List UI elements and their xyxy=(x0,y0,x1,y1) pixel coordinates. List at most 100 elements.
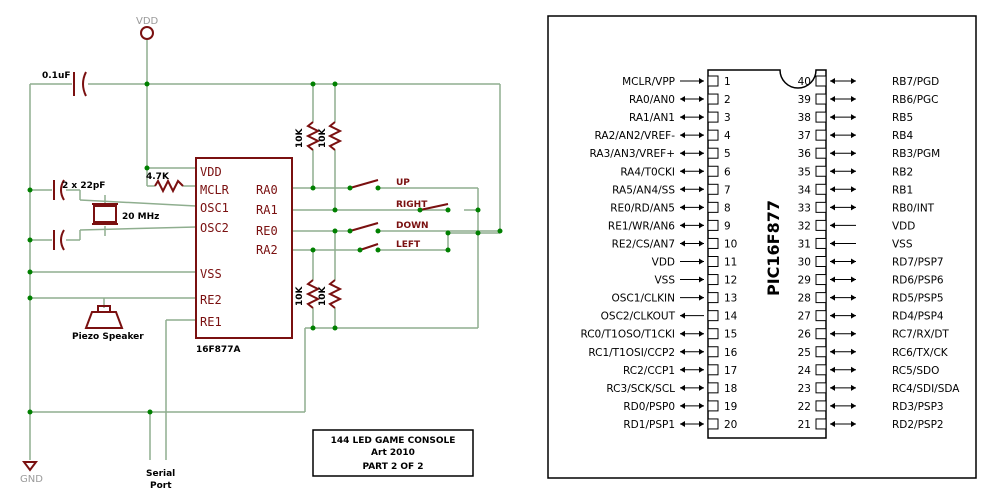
pin-arrow xyxy=(830,150,856,157)
pin-pad xyxy=(815,237,827,249)
mclr-resistor-label: 4.7K xyxy=(146,172,170,182)
pin-number: 33 xyxy=(798,202,811,214)
pin-pad xyxy=(707,382,719,394)
pin-pad xyxy=(707,328,719,340)
pin-arrow xyxy=(830,402,856,409)
pin-pad xyxy=(707,111,719,123)
pin-arrow xyxy=(680,276,704,283)
pin-number: 20 xyxy=(724,419,737,431)
pin-name: RD1/PSP1 xyxy=(623,419,675,431)
pin-number: 14 xyxy=(724,311,738,323)
pin-name: RB4 xyxy=(892,130,913,142)
pin-name: RC7/RX/DT xyxy=(892,329,949,341)
pin-number: 12 xyxy=(724,275,737,287)
pin-pad xyxy=(815,292,827,304)
pin-arrow xyxy=(680,78,704,84)
pin-arrow xyxy=(830,276,856,283)
pin-arrow xyxy=(830,330,856,337)
serial-label: Serial xyxy=(146,469,175,479)
pin-number: 37 xyxy=(798,130,811,142)
pin-name: RC1/T1OSI/CCP2 xyxy=(588,347,675,359)
pinout-pin-left: RC1/T1OSI/CCP2 16 xyxy=(588,346,738,359)
pinout-pin-left: RA3/AN3/VREF+5 xyxy=(590,147,731,160)
pin-arrow xyxy=(680,150,704,157)
pin-name: RD4/PSP4 xyxy=(892,311,944,323)
pin-pad xyxy=(707,237,719,249)
crystal-caps-label: 2 x 22pF xyxy=(62,181,105,191)
pin-number: 15 xyxy=(724,329,737,341)
button-labels: UP RIGHT DOWN LEFT xyxy=(396,178,429,250)
button-label-right: RIGHT xyxy=(396,200,428,210)
pin-name: RB3/PGM xyxy=(892,148,940,160)
pin-pad xyxy=(815,364,827,376)
pin-name: RD7/PSP7 xyxy=(892,257,944,269)
crystal-label: 20 MHz xyxy=(122,212,159,222)
pin-number: 26 xyxy=(798,329,812,341)
pin-pad xyxy=(707,75,719,87)
pin-arrow xyxy=(680,366,704,373)
button-label-left: LEFT xyxy=(396,240,421,250)
pin-arrow xyxy=(680,258,704,265)
pinout-chip: PIC16F877 xyxy=(707,69,827,439)
pin-number: 34 xyxy=(798,184,812,196)
title-block xyxy=(312,429,474,477)
pin-name: RD5/PSP5 xyxy=(892,293,944,305)
pin-pad xyxy=(707,418,719,430)
pin-number: 10 xyxy=(724,238,737,250)
pin-name: VSS xyxy=(892,238,913,250)
pin-pad xyxy=(707,256,719,267)
pin-number: 29 xyxy=(798,275,811,287)
pin-pad xyxy=(707,201,719,213)
pinout-chip-label: PIC16F877 xyxy=(764,200,783,296)
pin-pad xyxy=(707,400,719,412)
pin-arrow xyxy=(680,222,704,229)
pin-number: 9 xyxy=(724,220,731,232)
chip-pin-right: RA1 xyxy=(256,203,278,217)
port-label: Port xyxy=(150,481,172,491)
pin-arrow xyxy=(680,420,704,427)
pullup-label-2: 10K xyxy=(318,127,328,148)
pullup-label-1: 10K xyxy=(295,127,305,148)
pin-arrow xyxy=(830,294,856,301)
pin-arrow xyxy=(830,204,856,211)
pin-pad xyxy=(815,418,827,430)
pin-number: 1 xyxy=(724,76,731,88)
chip-pin-left: RE2 xyxy=(200,293,222,307)
pin-pad xyxy=(707,292,719,304)
pin-number: 16 xyxy=(724,347,738,359)
chip-pin-right: RA0 xyxy=(256,183,278,197)
pinout-pin-left: RD1/PSP1 20 xyxy=(623,418,737,431)
chip-pin-left: MCLR xyxy=(200,183,230,197)
pin-name: OSC1/CLKIN xyxy=(612,293,676,305)
pin-pad xyxy=(815,201,827,213)
pin-pad xyxy=(815,111,827,123)
pin-number: 11 xyxy=(724,257,737,269)
chip-left-pins: VDD MCLR OSC1 OSC2 VSS RE2 RE1 xyxy=(200,165,230,329)
pin-arrow xyxy=(830,222,856,229)
pin-pad xyxy=(815,400,827,412)
pin-name: RD0/PSP0 xyxy=(623,401,675,413)
cap-label: 0.1uF xyxy=(42,71,71,81)
junction-nodes xyxy=(27,81,503,415)
pin-name: RD6/PSP6 xyxy=(892,275,944,287)
pin-arrow xyxy=(680,114,704,121)
